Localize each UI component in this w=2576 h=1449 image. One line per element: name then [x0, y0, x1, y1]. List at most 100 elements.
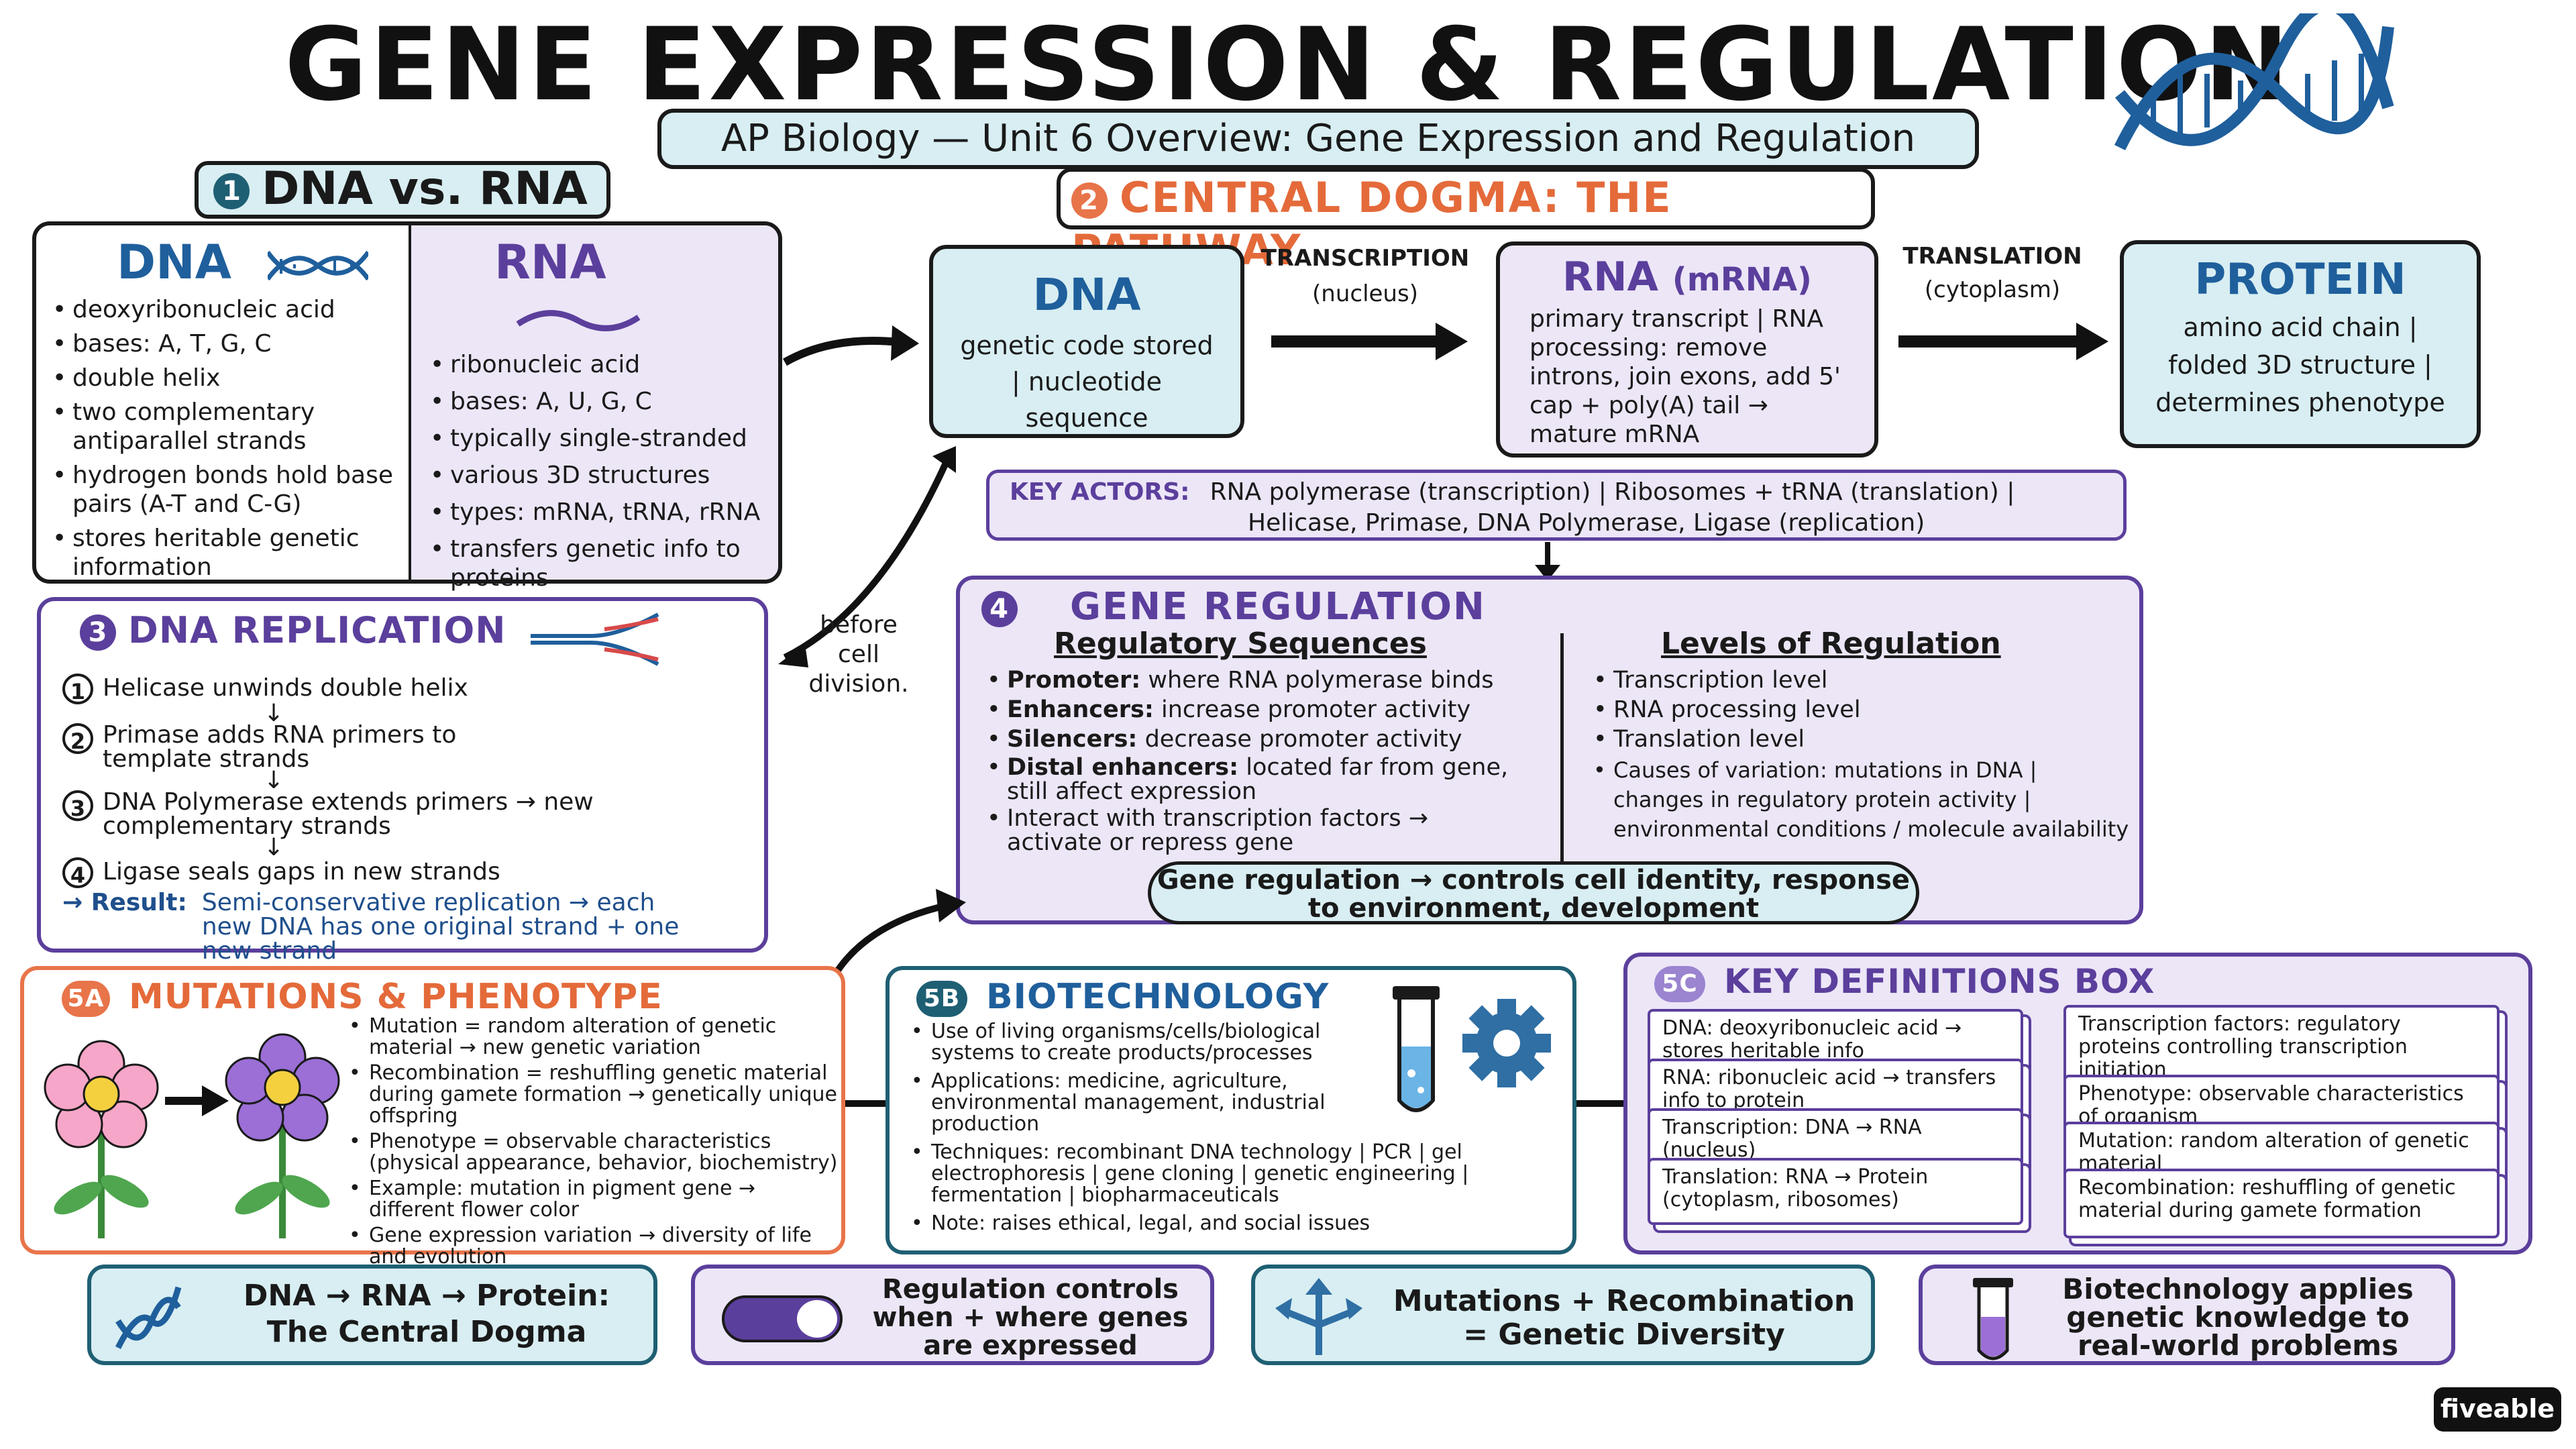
regulation-divider [1560, 633, 1564, 861]
dna-vs-rna-box: DNA deoxyribonucleic acid bases: A, T, G… [32, 221, 782, 592]
translation-label: TRANSLATION [1902, 243, 2082, 270]
list-item: transfers genetic info to proteins [427, 535, 743, 592]
list-item: Enhancers: increase promoter activity [984, 696, 1554, 723]
dogma-protein-text: amino acid chain | folded 3D structure |… [2155, 313, 2445, 417]
section1-title: DNA vs. RNA [262, 162, 588, 215]
translation-arrowhead [2076, 323, 2108, 360]
section2-number: 2 [1071, 182, 1108, 219]
pink-flower-icon [44, 1040, 159, 1238]
section5c-number: 5C [1654, 965, 1705, 1002]
mutations-list: Mutation = random alteration of genetic … [346, 1016, 843, 1268]
replication-result: → Result: Semi-conservative replication … [62, 889, 680, 965]
list-item: Example: mutation in pigment gene → diff… [346, 1178, 843, 1221]
dna-helix-icon [2114, 13, 2394, 151]
down-arrow-icon: ↓ [264, 834, 284, 861]
list-item: bases: A, U, G, C [427, 387, 762, 416]
test-tube-icon [1973, 1278, 2013, 1360]
purple-flower-icon [225, 1033, 340, 1238]
summary-text: Mutations + Recombination = Genetic Dive… [1393, 1284, 1856, 1352]
toggle-switch-icon [722, 1295, 843, 1342]
rna-column: RNA ribonucleic acid bases: A, U, G, C t… [411, 225, 778, 592]
test-tube-gear-icon [1393, 986, 1551, 1112]
dna-mini-helix-icon [266, 250, 371, 281]
connector-line [1576, 1100, 1623, 1107]
definition-card: Recombination: reshuffling of genetic ma… [2063, 1169, 2500, 1238]
summary-text: DNA → RNA → Protein: The Central Dogma [243, 1279, 610, 1349]
translation-arrow [1898, 335, 2080, 347]
dogma-rna-text: primary transcript | RNA processing: rem… [1529, 305, 1841, 448]
section4-number: 4 [981, 590, 1018, 627]
levels-of-regulation-list: Transcription level RNA processing level… [1591, 667, 2134, 844]
summary-regulation: Regulation controls when + where genes a… [691, 1265, 1214, 1365]
list-item: deoxyribonucleic acid [50, 295, 395, 324]
section3-number: 3 [80, 614, 116, 651]
list-item: types: mRNA, tRNA, rRNA [427, 498, 762, 527]
biotechnology-list: Use of living organisms/cells/biological… [908, 1021, 1468, 1235]
dogma-rna-box: RNA (mRNA) primary transcript | RNA proc… [1496, 241, 1878, 458]
summary-mutations: Mutations + Recombination = Genetic Dive… [1251, 1265, 1875, 1365]
list-item: Distal enhancers: located far from gene,… [984, 755, 1554, 804]
list-item: Silencers: decrease promoter activity [984, 726, 1554, 753]
regulation-cloud: Gene regulation → controls cell identity… [1148, 861, 1919, 924]
before-cell-division-note: before cell division. [808, 611, 909, 698]
list-item: Techniques: recombinant DNA technology |… [908, 1142, 1552, 1206]
summary-text: Biotechnology applies genetic knowledge … [2062, 1273, 2414, 1362]
summary-text: Regulation controls when + where genes a… [872, 1274, 1189, 1361]
arrow-to-dogma [783, 325, 919, 366]
regulatory-sequences-list: Promoter: where RNA polymerase binds Enh… [984, 667, 1554, 855]
regulatory-sequences-title: Regulatory Sequences [1054, 627, 1427, 661]
column-divider [409, 225, 411, 580]
down-arrow-icon: ↓ [264, 767, 284, 794]
key-actors-bar: KEY ACTORS:RNA polymerase (transcription… [986, 470, 2127, 541]
list-item: two complementary antiparallel strands [50, 398, 338, 455]
list-item: double helix [50, 364, 395, 392]
list-item: Translation level [1591, 726, 2134, 753]
flower-mutation-illustration [44, 1033, 340, 1238]
list-item: Use of living organisms/cells/biological… [908, 1021, 1391, 1064]
section5b-number: 5B [916, 981, 967, 1017]
section5a-number: 5A [62, 981, 110, 1017]
fiveable-logo: fiveable [2434, 1387, 2561, 1432]
list-item: Applications: medicine, agriculture, env… [908, 1071, 1391, 1135]
summary-central-dogma: DNA → RNA → Protein: The Central Dogma [87, 1265, 657, 1365]
list-item: Gene expression variation → diversity of… [346, 1225, 843, 1268]
list-item: stores heritable genetic information [50, 524, 385, 582]
dogma-dna-box: DNA genetic code stored | nucleotide seq… [929, 245, 1244, 438]
definition-card: Translation: RNA → Protein (cytoplasm, r… [1648, 1158, 2023, 1225]
summary-biotech: Biotechnology applies genetic knowledge … [1919, 1265, 2455, 1365]
list-item: Transcription level [1591, 667, 2134, 694]
dogma-dna-title: DNA [1032, 269, 1141, 321]
dogma-dna-text: genetic code stored | nucleotide sequenc… [960, 331, 1214, 433]
list-item: Note: raises ethical, legal, and social … [908, 1213, 1391, 1235]
rna-column-title: RNA [427, 235, 762, 345]
list-item: Interact with transcription factors → ac… [984, 806, 1494, 855]
replication-double-arrow [778, 446, 956, 667]
translation-location: (cytoplasm) [1924, 276, 2061, 303]
dogma-rna-title: RNA (mRNA) [1562, 254, 1812, 301]
list-item: typically single-stranded [427, 424, 762, 453]
list-item: Mutation = random alteration of genetic … [346, 1016, 843, 1059]
levels-of-regulation-title: Levels of Regulation [1661, 627, 2001, 661]
list-item: various 3D structures [427, 461, 762, 490]
key-actors-line1: RNA polymerase (transcription) | Ribosom… [1210, 478, 2015, 506]
replication-fork-icon [531, 612, 659, 666]
list-item: Recombination = reshuffling genetic mate… [346, 1063, 843, 1127]
dna-helix-icon [115, 1286, 182, 1350]
dogma-protein-title: PROTEIN [2194, 255, 2406, 305]
transcription-label: TRANSCRIPTION [1260, 245, 1470, 272]
section1-heading: 1 DNA vs. RNA [195, 161, 610, 219]
branching-arrows-icon [1275, 1278, 1362, 1355]
section1-number: 1 [213, 173, 250, 210]
page-title: GENE EXPRESSION & REGULATION [284, 7, 2292, 123]
